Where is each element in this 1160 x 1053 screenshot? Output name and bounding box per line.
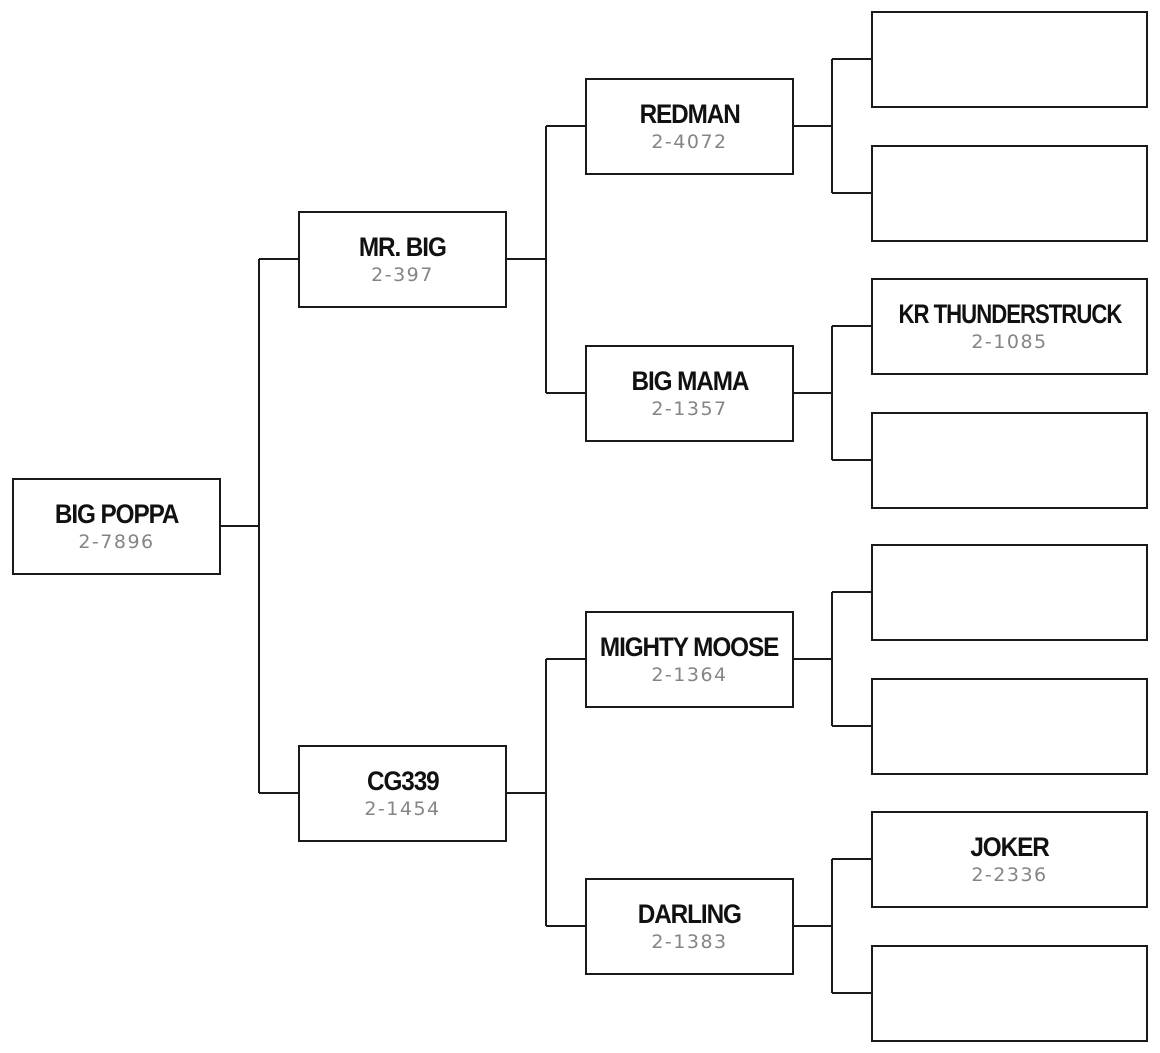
pedigree-node-ss-dam[interactable] bbox=[871, 145, 1148, 242]
connector-bracket bbox=[507, 658, 585, 927]
node-id: 2-1364 bbox=[651, 664, 728, 686]
node-name: JOKER bbox=[970, 832, 1049, 862]
pedigree-node-sire-dam[interactable]: BIG MAMA 2-1357 bbox=[585, 345, 794, 442]
pedigree-node-dam-sire[interactable]: MIGHTY MOOSE 2-1364 bbox=[585, 611, 794, 708]
connector-bracket bbox=[221, 258, 298, 794]
node-id: 2-2336 bbox=[971, 864, 1048, 886]
pedigree-node-ds-dam[interactable] bbox=[871, 678, 1148, 775]
pedigree-node-dd-sire[interactable]: JOKER 2-2336 bbox=[871, 811, 1148, 908]
node-id: 2-397 bbox=[371, 264, 434, 286]
node-name: KR THUNDERSTRUCK bbox=[898, 299, 1122, 329]
node-name: DARLING bbox=[637, 899, 742, 929]
pedigree-node-sd-sire[interactable]: KR THUNDERSTRUCK 2-1085 bbox=[871, 278, 1148, 375]
pedigree-node-sd-dam[interactable] bbox=[871, 412, 1148, 509]
node-name: BIG POPPA bbox=[54, 499, 180, 529]
pedigree-node-ss-sire[interactable] bbox=[871, 11, 1148, 108]
node-name: REDMAN bbox=[639, 99, 740, 129]
connector-bracket bbox=[794, 858, 871, 994]
pedigree-node-sire-sire[interactable]: REDMAN 2-4072 bbox=[585, 78, 794, 175]
connector-bracket bbox=[794, 325, 871, 461]
node-id: 2-1357 bbox=[651, 398, 728, 420]
node-name: CG339 bbox=[366, 766, 440, 796]
node-name: BIG MAMA bbox=[631, 366, 749, 396]
node-id: 2-1454 bbox=[364, 798, 441, 820]
connector-bracket bbox=[507, 125, 585, 394]
node-id: 2-7896 bbox=[78, 531, 155, 553]
pedigree-node-dd-dam[interactable] bbox=[871, 945, 1148, 1042]
pedigree-node-root[interactable]: BIG POPPA 2-7896 bbox=[12, 478, 221, 575]
connector-bracket bbox=[794, 591, 871, 727]
node-name: MIGHTY MOOSE bbox=[600, 632, 779, 662]
node-id: 2-1383 bbox=[651, 931, 728, 953]
node-id: 2-4072 bbox=[651, 131, 728, 153]
connector-bracket bbox=[794, 58, 871, 194]
pedigree-node-sire[interactable]: MR. BIG 2-397 bbox=[298, 211, 507, 308]
pedigree-node-ds-sire[interactable] bbox=[871, 544, 1148, 641]
pedigree-node-dam[interactable]: CG339 2-1454 bbox=[298, 745, 507, 842]
node-id: 2-1085 bbox=[971, 331, 1048, 353]
pedigree-node-dam-dam[interactable]: DARLING 2-1383 bbox=[585, 878, 794, 975]
node-name: MR. BIG bbox=[359, 232, 447, 262]
